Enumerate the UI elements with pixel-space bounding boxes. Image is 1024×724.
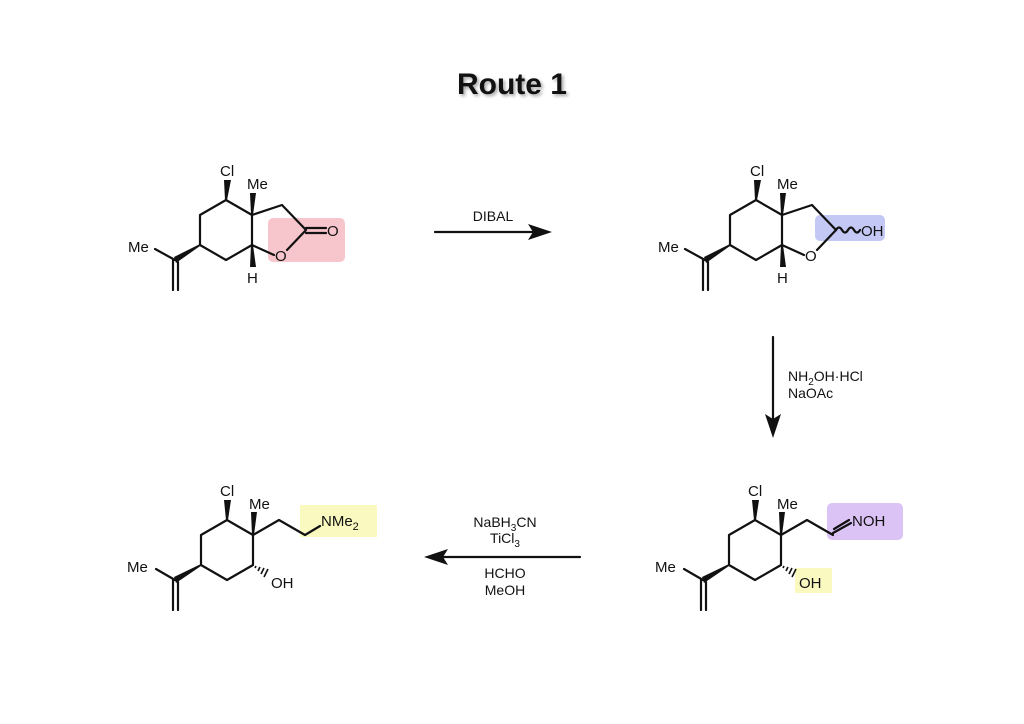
amine-highlight	[300, 505, 377, 537]
oxime-cl-label: Cl	[748, 483, 762, 500]
step3-reagent-line2: TiCl3	[490, 530, 520, 550]
lactone-ring-o-label: O	[275, 248, 287, 265]
amine-cl-label: Cl	[220, 483, 234, 500]
lactol-h-label: H	[777, 270, 788, 287]
lactol-cl-label: Cl	[750, 163, 764, 180]
amine-me-left-label: Me	[127, 559, 148, 576]
amine-molecule: Cl Me Me NMe2 OH	[127, 483, 377, 612]
step1-reagent: DIBAL	[473, 208, 514, 224]
oxime-me-label: Me	[777, 496, 798, 513]
oxime-molecule: Cl Me Me NOH OH	[655, 483, 903, 612]
lactone-cl-label: Cl	[220, 163, 234, 180]
amine-nme2-label: NMe2	[321, 513, 359, 533]
lactone-molecule: Cl Me Me H O O	[128, 163, 345, 292]
step3-reagent-line1: NaBH3CN	[473, 514, 536, 534]
hydroxyl-highlight	[795, 568, 832, 593]
oxime-oh-label: OH	[799, 575, 822, 592]
lactol-ring-o-label: O	[805, 248, 817, 265]
oxime-highlight	[827, 503, 903, 540]
lactol-me-left-label: Me	[658, 239, 679, 256]
lactol-me-label: Me	[777, 176, 798, 193]
step2-arrow: NH2OH·HCl NaOAc	[765, 335, 863, 438]
lactone-h-label: H	[247, 270, 258, 287]
lactone-me-left-label: Me	[128, 239, 149, 256]
amine-me-label: Me	[249, 496, 270, 513]
step3-reagent-line3: HCHO	[484, 565, 525, 581]
amine-oh-label: OH	[271, 575, 294, 592]
oxime-me-left-label: Me	[655, 559, 676, 576]
step2-reagent-line1: NH2OH·HCl	[788, 368, 863, 388]
oxime-noh-label: NOH	[852, 513, 885, 530]
lactol-oh-label: OH	[861, 223, 884, 240]
step1-arrow: DIBAL	[433, 208, 552, 240]
lactone-carbonyl-o-label: O	[327, 223, 339, 240]
step3-reagent-line4: MeOH	[485, 582, 525, 598]
lactone-me-label: Me	[247, 176, 268, 193]
step3-arrow: NaBH3CN TiCl3 HCHO MeOH	[424, 514, 582, 598]
step2-reagent-line2: NaOAc	[788, 385, 833, 401]
lactol-molecule: Cl Me Me H O OH	[658, 163, 885, 292]
route-title: Route 1	[456, 68, 567, 101]
